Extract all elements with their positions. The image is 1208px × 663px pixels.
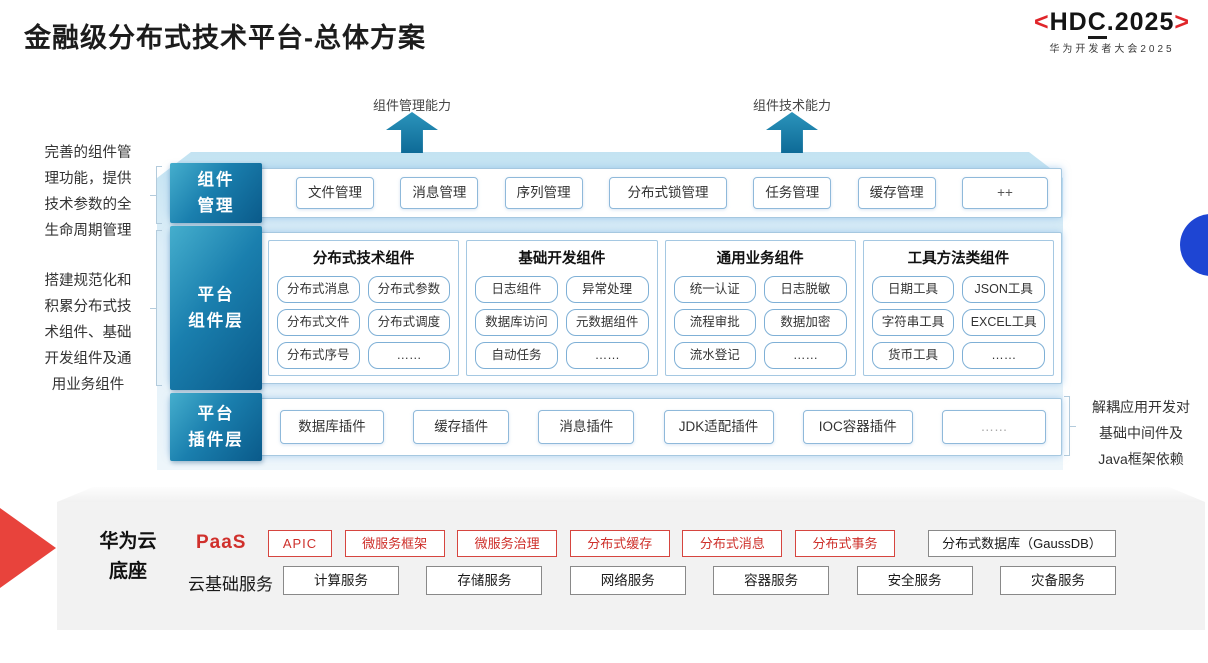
group-title: 工具方法类组件 xyxy=(907,251,1010,267)
plugin-box: 缓存插件 xyxy=(413,410,510,444)
component-cell: JSON工具 xyxy=(962,276,1045,303)
component-cell: 数据加密 xyxy=(764,309,847,336)
component-box: 分布式锁管理 xyxy=(608,177,727,209)
plugin-box: JDK适配插件 xyxy=(663,410,774,444)
component-cell-more: …… xyxy=(764,342,847,369)
cloud-services-label: 云基础服务 xyxy=(188,575,273,594)
component-cell: 货币工具 xyxy=(871,342,955,369)
group-title: 分布式技术组件 xyxy=(312,251,415,267)
component-group-tools: 工具方法类组件 日期工具 JSON工具 字符串工具 EXCEL工具 货币工具 …… xyxy=(862,240,1054,376)
red-arrow-icon xyxy=(0,508,56,588)
paas-box: APIC xyxy=(268,530,332,557)
cloud-service-box: 灾备服务 xyxy=(999,566,1116,595)
note-platform-components: 搭建规范化和 积累分布式技 术组件、基础 开发组件及通 用业务组件 xyxy=(44,273,132,393)
component-box: 消息管理 xyxy=(400,177,479,209)
component-box-more: ++ xyxy=(961,177,1048,209)
cloud-base-title: 华为云 底座 xyxy=(99,531,157,582)
plugin-box: 消息插件 xyxy=(538,410,635,444)
brace-tick xyxy=(1070,426,1076,427)
plugin-box-more: …… xyxy=(941,410,1046,444)
paas-label: PaaS xyxy=(196,532,247,553)
component-cell: 元数据组件 xyxy=(565,309,649,336)
cloud-service-box: 容器服务 xyxy=(713,566,830,595)
plugin-box: IOC容器插件 xyxy=(802,410,913,444)
component-groups: 分布式技术组件 分布式消息 分布式参数 分布式文件 分布式调度 分布式序号 ……… xyxy=(268,240,1054,376)
row3-items: 数据库插件 缓存插件 消息插件 JDK适配插件 IOC容器插件 …… xyxy=(280,410,1046,444)
cloud-service-box: 网络服务 xyxy=(569,566,686,595)
group-grid: 分布式消息 分布式参数 分布式文件 分布式调度 分布式序号 …… xyxy=(277,276,451,369)
cloud-service-box: 存储服务 xyxy=(426,566,543,595)
logo-c-underlined: C xyxy=(1087,8,1107,39)
paas-box: 分布式消息 xyxy=(682,530,783,557)
component-cell: 分布式消息 xyxy=(277,276,360,303)
component-box: 文件管理 xyxy=(296,177,374,209)
plugin-box: 数据库插件 xyxy=(280,410,384,444)
brace-tick xyxy=(150,308,156,309)
hdc-logo-subtitle: 华为开发者大会2025 xyxy=(1049,44,1175,55)
component-cell-more: …… xyxy=(962,342,1045,369)
component-cell: 统一认证 xyxy=(673,276,757,303)
page-title: 金融级分布式技术平台-总体方案 xyxy=(24,23,426,53)
group-title: 通用业务组件 xyxy=(716,251,804,267)
logo-hd: HD xyxy=(1049,8,1088,36)
component-box: 任务管理 xyxy=(753,177,832,209)
paas-items: APIC 微服务框架 微服务治理 分布式缓存 分布式消息 分布式事务 xyxy=(268,530,895,557)
brace-left-icon xyxy=(156,230,162,386)
component-cell: 日志脱敏 xyxy=(764,276,847,303)
component-box: 缓存管理 xyxy=(857,177,936,209)
up-arrow-icon xyxy=(766,112,818,153)
component-cell: 异常处理 xyxy=(565,276,649,303)
component-cell-more: …… xyxy=(565,342,649,369)
logo-year: .2025 xyxy=(1106,8,1175,36)
component-cell: 流程审批 xyxy=(673,309,757,336)
blue-circle-decor xyxy=(1180,214,1208,276)
component-cell: 分布式参数 xyxy=(367,276,451,303)
component-group-basic-dev: 基础开发组件 日志组件 异常处理 数据库访问 元数据组件 自动任务 …… xyxy=(466,240,658,376)
brace-tick xyxy=(150,195,156,196)
paas-box: 微服务治理 xyxy=(457,530,558,557)
component-cell: 字符串工具 xyxy=(871,309,955,336)
component-cell: 数据库访问 xyxy=(475,309,558,336)
component-cell: 日期工具 xyxy=(871,276,955,303)
cloud-service-box: 计算服务 xyxy=(283,566,399,595)
component-cell-more: …… xyxy=(367,342,451,369)
row3-label: 平台 插件层 xyxy=(170,393,262,461)
cloud-service-box: 安全服务 xyxy=(856,566,973,595)
note-component-management: 完善的组件管 理功能，提供 技术参数的全 生命周期管理 xyxy=(44,145,132,239)
brace-left-icon xyxy=(156,166,162,224)
component-cell: 流水登记 xyxy=(673,342,757,369)
paas-gaussdb-box: 分布式数据库（GaussDB） xyxy=(928,530,1116,557)
logo-close-bracket-icon: > xyxy=(1174,8,1190,36)
paas-box: 分布式缓存 xyxy=(569,530,670,557)
up-arrow-icon xyxy=(386,112,438,153)
cloud-base-bevel xyxy=(57,487,1205,502)
hdc-logo-text: <HDC.2025> xyxy=(1014,8,1208,39)
group-grid: 统一认证 日志脱敏 流程审批 数据加密 流水登记 …… xyxy=(673,276,847,369)
paas-box: 微服务框架 xyxy=(344,530,445,557)
arrow-label-technical: 组件技术能力 xyxy=(752,98,831,113)
component-group-business: 通用业务组件 统一认证 日志脱敏 流程审批 数据加密 流水登记 …… xyxy=(664,240,856,376)
group-grid: 日期工具 JSON工具 字符串工具 EXCEL工具 货币工具 …… xyxy=(871,276,1045,369)
component-cell: 自动任务 xyxy=(475,342,558,369)
arrow-label-management: 组件管理能力 xyxy=(372,98,451,113)
component-cell: 日志组件 xyxy=(475,276,558,303)
component-cell: 分布式序号 xyxy=(277,342,360,369)
component-cell: EXCEL工具 xyxy=(962,309,1045,336)
component-box: 序列管理 xyxy=(504,177,583,209)
paas-box: 分布式事务 xyxy=(794,530,895,557)
group-title: 基础开发组件 xyxy=(518,251,606,267)
cloud-service-items: 计算服务 存储服务 网络服务 容器服务 安全服务 灾备服务 xyxy=(283,566,1116,595)
group-grid: 日志组件 异常处理 数据库访问 元数据组件 自动任务 …… xyxy=(475,276,649,369)
row1-label: 组件 管理 xyxy=(170,163,262,223)
brace-right-icon xyxy=(1064,396,1070,456)
row2-label: 平台 组件层 xyxy=(170,226,262,390)
component-cell: 分布式调度 xyxy=(367,309,451,336)
logo-open-bracket-icon: < xyxy=(1034,8,1050,36)
row1-items: 文件管理 消息管理 序列管理 分布式锁管理 任务管理 缓存管理 ++ xyxy=(296,176,1048,210)
hdc-logo: <HDC.2025> 华为开发者大会2025 xyxy=(1014,8,1208,55)
component-cell: 分布式文件 xyxy=(277,309,360,336)
note-decouple: 解耦应用开发对 基础中间件及 Java框架依赖 xyxy=(1092,399,1190,467)
component-group-distributed: 分布式技术组件 分布式消息 分布式参数 分布式文件 分布式调度 分布式序号 …… xyxy=(268,240,460,376)
